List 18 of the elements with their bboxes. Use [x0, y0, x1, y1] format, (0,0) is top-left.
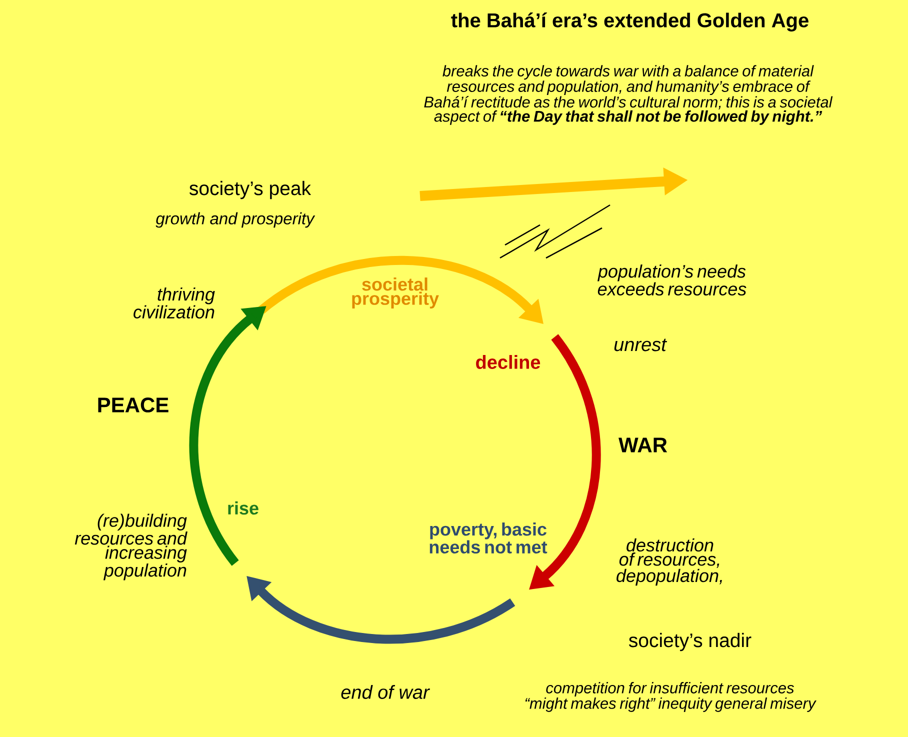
- stage-subtitle: growth and prosperity: [156, 212, 316, 228]
- condition-text: population’s needs exceeds resources: [598, 264, 746, 296]
- stage-text: (re)building resources and increasing population: [74, 514, 188, 580]
- description-text: breaks the cycle towards war with a balance of material resources and population, and humanity’s embrace of Bahá’í rectitude as the world’s cultural norm; this is a societal aspect of “the Day that shall not be followed by night.”: [424, 65, 833, 125]
- stage-label: rise: [228, 501, 258, 515]
- stage-label: poverty, basic needs not met: [430, 522, 548, 554]
- phase-label: WAR: [618, 438, 668, 452]
- phase-label: PEACE: [98, 398, 168, 412]
- stage-heading: society’s peak: [190, 180, 312, 200]
- stage-subtitle: competition for insufficient resources “might makes right” inequity general misery: [525, 682, 816, 712]
- stage-text: unrest: [614, 338, 668, 352]
- heading: the Bahá’í era’s extended Golden Age: [451, 12, 808, 32]
- stage-label: decline: [476, 355, 540, 369]
- stage-label: societal prosperity: [352, 278, 439, 308]
- stage-text: end of war: [341, 685, 430, 699]
- stage-text: thriving civilization: [134, 288, 215, 318]
- stage-heading: society’s nadir: [628, 632, 752, 652]
- stage-text: destruction of resources, depopulation,: [616, 538, 722, 586]
